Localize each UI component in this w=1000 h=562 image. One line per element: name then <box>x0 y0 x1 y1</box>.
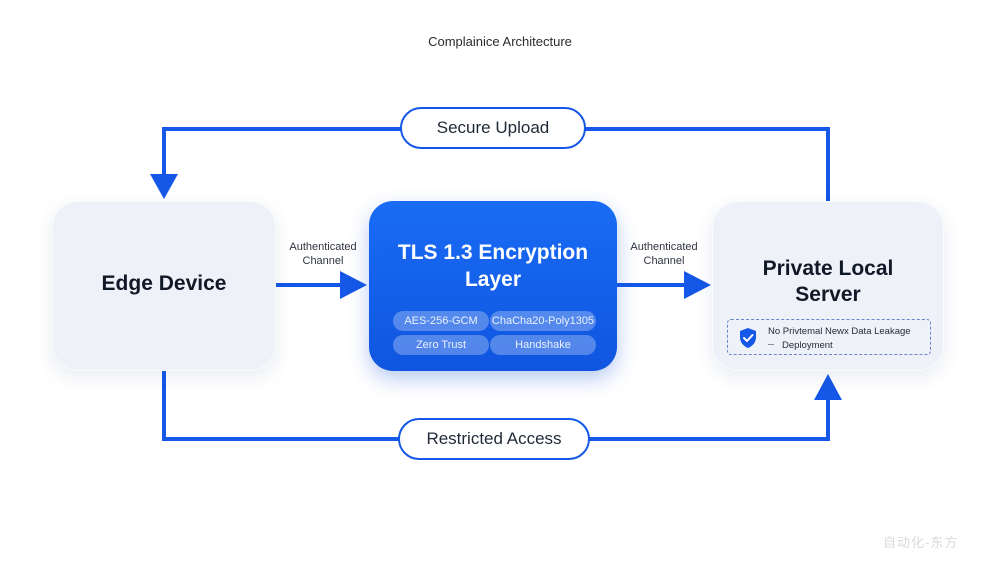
tls-encryption-layer-node: TLS 1.3 Encryption Layer AES-256-GCM Cha… <box>369 201 617 371</box>
arrowhead-edge-device <box>150 174 178 199</box>
cipher-chip-aes: AES-256-GCM <box>393 311 489 331</box>
right-channel-label-line2: Channel <box>643 255 685 267</box>
badge-text-line2-label: Deployment <box>782 340 833 351</box>
handshake-chip: Handshake <box>490 335 596 355</box>
diagram-title: Complainice Architecture <box>428 34 572 49</box>
right-channel-label: Authenticated Channel <box>609 240 719 268</box>
left-channel-label-line2: Channel <box>302 255 344 267</box>
tls-layer-title: TLS 1.3 Encryption Layer <box>397 241 589 291</box>
badge-text-line1: No Privtemal Newx Data Leakage <box>768 326 911 337</box>
left-channel-label-line1: Authenticated <box>289 241 357 253</box>
private-local-server-node: Private Local Server <box>712 201 944 371</box>
watermark: 自动化-东方 <box>883 535 959 550</box>
zero-trust-chip: Zero Trust <box>393 335 489 355</box>
arrowhead-tls-layer <box>340 271 367 299</box>
arrowhead-private-server <box>814 374 842 400</box>
left-channel-label: Authenticated Channel <box>268 240 378 268</box>
private-server-label: Private Local Server <box>762 257 894 306</box>
shield-check-icon <box>740 328 756 348</box>
edge-device-node: Edge Device <box>52 201 276 371</box>
arrowhead-server-in <box>684 271 711 299</box>
dash-icon <box>768 343 774 345</box>
cipher-chip-chacha: ChaCha20-Poly1305 <box>490 311 596 331</box>
edge-device-label: Edge Device <box>101 272 227 295</box>
restricted-access-pill: Restricted Access <box>398 418 590 460</box>
badge-text-line2: Deployment <box>768 340 833 351</box>
right-channel-label-line1: Authenticated <box>630 241 698 253</box>
compliance-badge: No Privtemal Newx Data Leakage Deploymen… <box>727 319 931 355</box>
secure-upload-pill: Secure Upload <box>400 107 586 149</box>
